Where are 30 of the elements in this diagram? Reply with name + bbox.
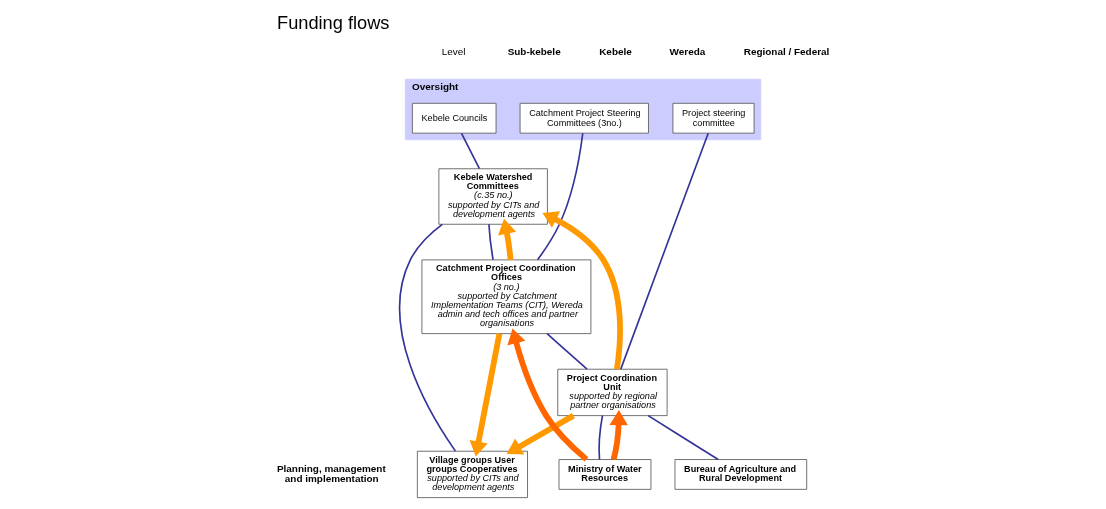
connector — [598, 414, 604, 461]
connector — [398, 223, 457, 452]
arrow — [506, 413, 575, 455]
diagram-title: Funding flows — [277, 13, 390, 34]
connector — [647, 414, 719, 461]
arrow — [542, 211, 623, 370]
connector — [460, 132, 481, 170]
node-box: Catchment Project Steering Committees (3no.) — [519, 102, 649, 134]
label: Sub-kebele — [507, 45, 561, 57]
node-box: Catchment Project Coordination Offices (3 no.) supported by Catchment Implementation Teams (CIT), Wereda admin and tech offices and partner organisations — [421, 259, 592, 335]
label: Planning, management and implementation — [276, 462, 386, 484]
node-box: Project steering committee — [672, 102, 755, 134]
label: Regional / Federal — [743, 45, 830, 57]
label: Wereda — [669, 45, 706, 57]
arrow — [507, 328, 589, 462]
node-box: Bureau of Agriculture and Rural Development — [674, 459, 808, 490]
connector — [619, 132, 710, 370]
arrow — [498, 218, 517, 261]
label: Kebele — [599, 45, 632, 57]
node-box: Village groups User groups Cooperatives supported by CITs and development agents — [416, 450, 528, 499]
node-box: Ministry of Water Resources — [558, 459, 652, 490]
arrow — [469, 333, 503, 457]
connector — [536, 132, 584, 261]
node-box: Project Coordination Unit supported by regional partner organisations — [557, 368, 668, 417]
connector — [546, 332, 588, 370]
arrow — [609, 410, 628, 461]
node-box: Kebele Watershed Committees (c.35 no.) supported by CITs and development agents — [438, 168, 548, 225]
node-box: Kebele Councils — [411, 102, 497, 134]
label: Level — [441, 46, 466, 58]
connector — [488, 223, 494, 261]
